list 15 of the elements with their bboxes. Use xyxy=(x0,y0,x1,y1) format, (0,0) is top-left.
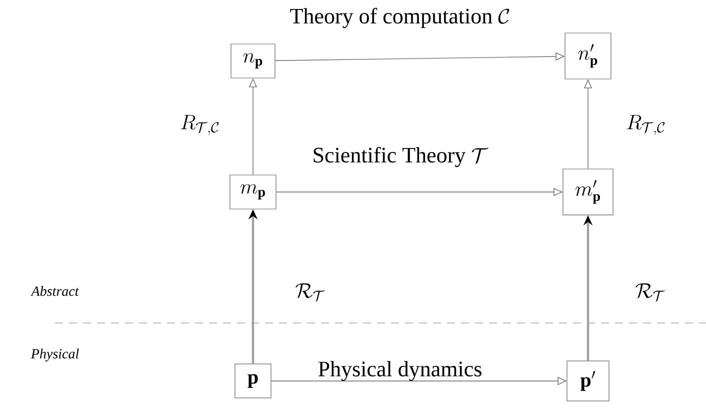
region-label: Physical xyxy=(30,348,79,362)
node-box: $\mathbf{p}'$ xyxy=(566,360,610,402)
node-box: $m_{\mathbf{p}}$ xyxy=(230,174,276,210)
node-box: $m'_{\mathbf{p}}$ xyxy=(562,168,614,216)
node-box: $n'_{\mathbf{p}}$ xyxy=(564,32,612,80)
edge-label: $\mathcal{R}_{\mathcal{T}}$ xyxy=(296,283,325,302)
region-label: Abstract xyxy=(30,286,80,296)
edge-label: $\mbox{Physical dynamics}$ xyxy=(318,360,482,381)
edge-label: $R_{\mathcal{T},\mathcal{C}}$ xyxy=(181,114,219,135)
edge-label: $\mathcal{R}_{\mathcal{T}}$ xyxy=(636,283,665,302)
node-box: $n_{\mathbf{p}}$ xyxy=(230,44,276,78)
node-box: $\mathbf{p}$ xyxy=(234,364,272,398)
edge-label: $\mbox{Theory of computation }\mathcal{C}$ xyxy=(290,8,510,28)
edge-label: $R_{\mathcal{T},\mathcal{C}}$ xyxy=(627,114,665,135)
edge-label: $\mbox{Scientific Theory }\mathcal{T}$ xyxy=(314,146,488,168)
